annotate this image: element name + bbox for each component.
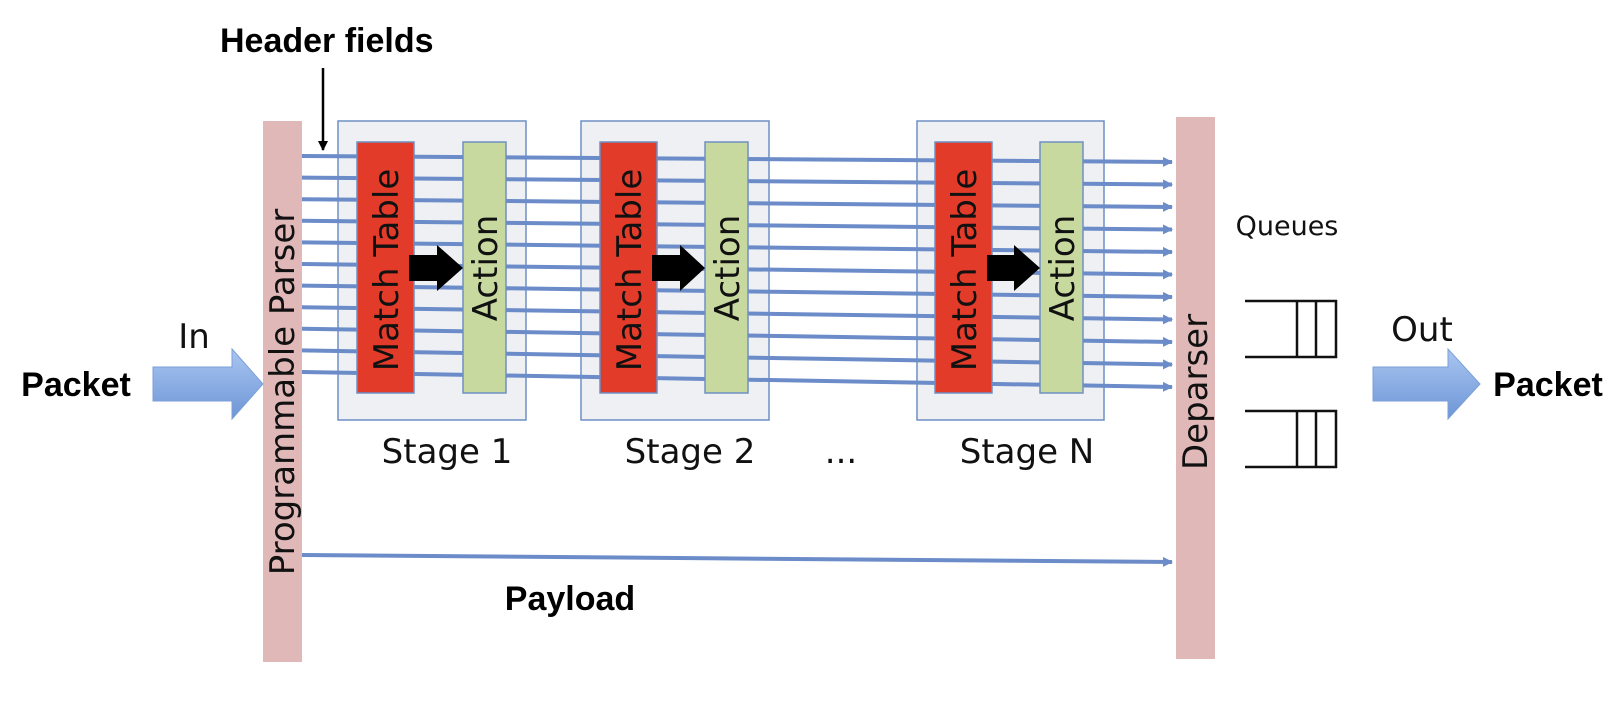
stage-2-name: Stage 2 [625,432,756,472]
stage-2-action [704,141,749,394]
stage-n-flow-arrow [987,245,1040,291]
programmable-parser-label: Programmable Parser [263,209,303,576]
out-label: Out [1391,310,1453,350]
queues-label: Queues [1236,211,1339,242]
stage-2-match-table [599,141,658,394]
in-label: In [178,317,210,357]
input-packet-arrow [152,347,264,421]
stage-1-match-label: Match Table [367,169,407,371]
deparser-label: Deparser [1176,314,1216,470]
stage-1-name: Stage 1 [382,432,513,472]
input-packet-label: Packet [21,366,131,404]
stage-1-flow-arrow [409,245,463,291]
payload-label: Payload [505,580,635,618]
programmable-parser-bar [263,121,302,662]
stage-1-action [462,141,507,394]
deparser-bar [1176,117,1215,659]
stage-n-action [1039,141,1084,394]
stage-n-match-table [934,141,993,394]
stage-2-match-label: Match Table [610,169,650,371]
stage-1-match-table [356,141,415,394]
stage-n-action-label: Action [1043,215,1083,321]
stage-n-name: Stage N [960,432,1095,472]
queue-1 [1245,299,1338,359]
stage-n-match-label: Match Table [945,169,985,371]
stage-2-flow-arrow [652,245,705,291]
payload-arrow [301,553,1173,567]
output-packet-arrow [1372,347,1481,421]
stage-1-action-label: Action [466,215,506,321]
stages-ellipsis: ... [825,432,857,472]
queue-2 [1245,409,1338,469]
header-fields-label: Header fields [220,22,434,60]
output-packet-label: Packet [1493,366,1603,404]
stage-2-action-label: Action [708,215,748,321]
